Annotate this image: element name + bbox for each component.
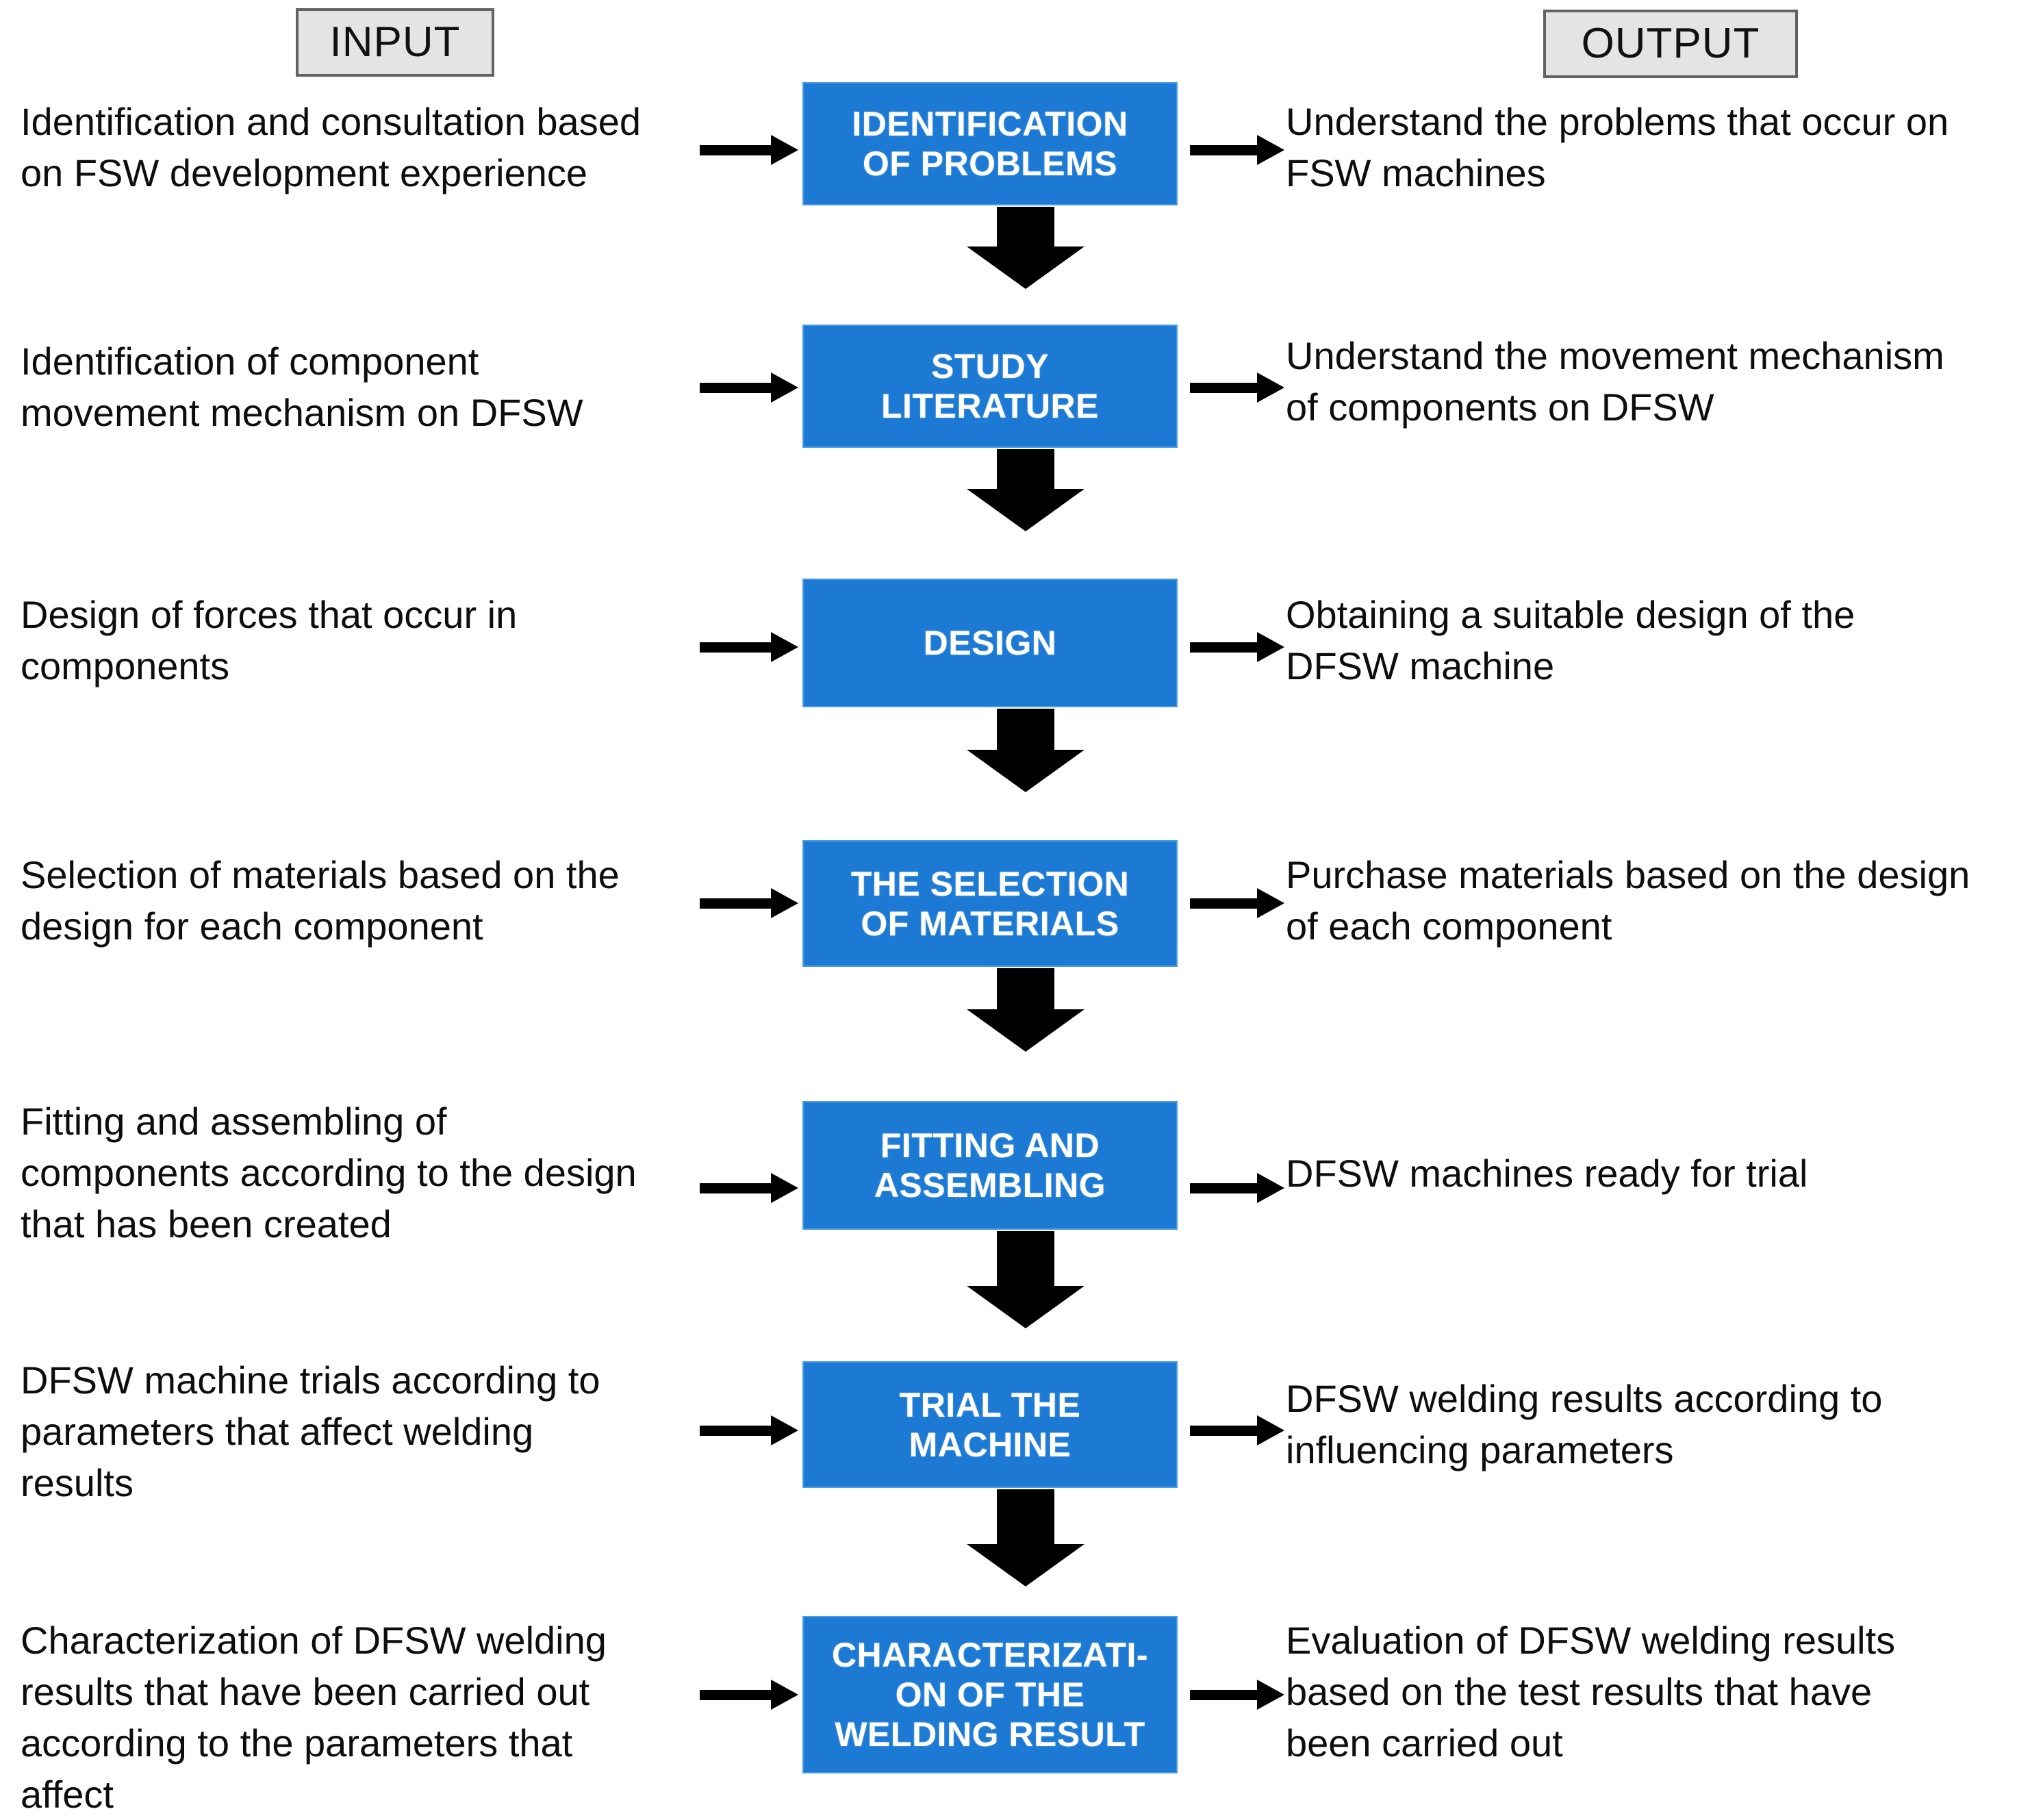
input-text-1: Identification and consultation based on… bbox=[21, 100, 641, 195]
column-header-output: OUTPUT bbox=[1543, 10, 1798, 78]
process-box-characterization-of-the-welding-result[interactable]: CHARACTERIZATI- ON OF THE WELDING RESULT bbox=[802, 1616, 1178, 1773]
process-box-trial-the-machine[interactable]: TRIAL THE MACHINE bbox=[802, 1361, 1178, 1488]
input-text-7: Characterization of DFSW welding results… bbox=[21, 1619, 607, 1817]
output-text-7: Evaluation of DFSW welding results based… bbox=[1286, 1619, 1896, 1765]
process-box-study-literature[interactable]: STUDY LITERATURE bbox=[802, 325, 1178, 448]
column-header-input: INPUT bbox=[296, 8, 494, 77]
output-text-6: DFSW welding results according to influe… bbox=[1286, 1377, 1883, 1472]
process-box-identification-of-problems[interactable]: IDENTIFICATION OF PROBLEMS bbox=[802, 82, 1178, 205]
output-arrow-2-icon bbox=[1190, 368, 1286, 409]
input-text-3: Design of forces that occur in component… bbox=[21, 593, 518, 688]
output-arrow-3-icon bbox=[1190, 627, 1286, 668]
output-arrow-5-icon bbox=[1190, 1168, 1286, 1209]
input-arrow-7-icon bbox=[700, 1675, 800, 1716]
output-text-4: Purchase materials based on the design o… bbox=[1286, 853, 1970, 948]
input-arrow-6-icon bbox=[700, 1411, 800, 1452]
output-arrow-7-icon bbox=[1190, 1675, 1286, 1716]
input-arrow-4-icon bbox=[700, 883, 800, 924]
output-text-1: Understand the problems that occur on FS… bbox=[1286, 100, 1949, 195]
output-arrow-4-icon bbox=[1190, 883, 1286, 924]
process-box-fitting-and-assembling[interactable]: FITTING AND ASSEMBLING bbox=[802, 1101, 1178, 1230]
input-text-6: DFSW machine trials according to paramet… bbox=[21, 1358, 600, 1505]
input-arrow-5-icon bbox=[700, 1168, 800, 1209]
output-text-3: Obtaining a suitable design of the DFSW … bbox=[1286, 593, 1855, 688]
process-box-design[interactable]: DESIGN bbox=[802, 579, 1178, 707]
output-text-2: Understand the movement mechanism of com… bbox=[1286, 334, 1944, 429]
input-text-4: Selection of materials based on the desi… bbox=[21, 853, 620, 948]
input-text-5: Fitting and assembling of components acc… bbox=[21, 1100, 637, 1246]
input-arrow-1-icon bbox=[700, 130, 800, 171]
output-arrow-6-icon bbox=[1190, 1411, 1286, 1452]
output-arrow-1-icon bbox=[1190, 130, 1286, 171]
output-text-5: DFSW machines ready for trial bbox=[1286, 1152, 1808, 1195]
process-box-the-selection-of-materials[interactable]: THE SELECTION OF MATERIALS bbox=[802, 840, 1178, 967]
input-text-2: Identification of component movement mec… bbox=[21, 340, 583, 435]
input-arrow-2-icon bbox=[700, 368, 800, 409]
input-arrow-3-icon bbox=[700, 627, 800, 668]
